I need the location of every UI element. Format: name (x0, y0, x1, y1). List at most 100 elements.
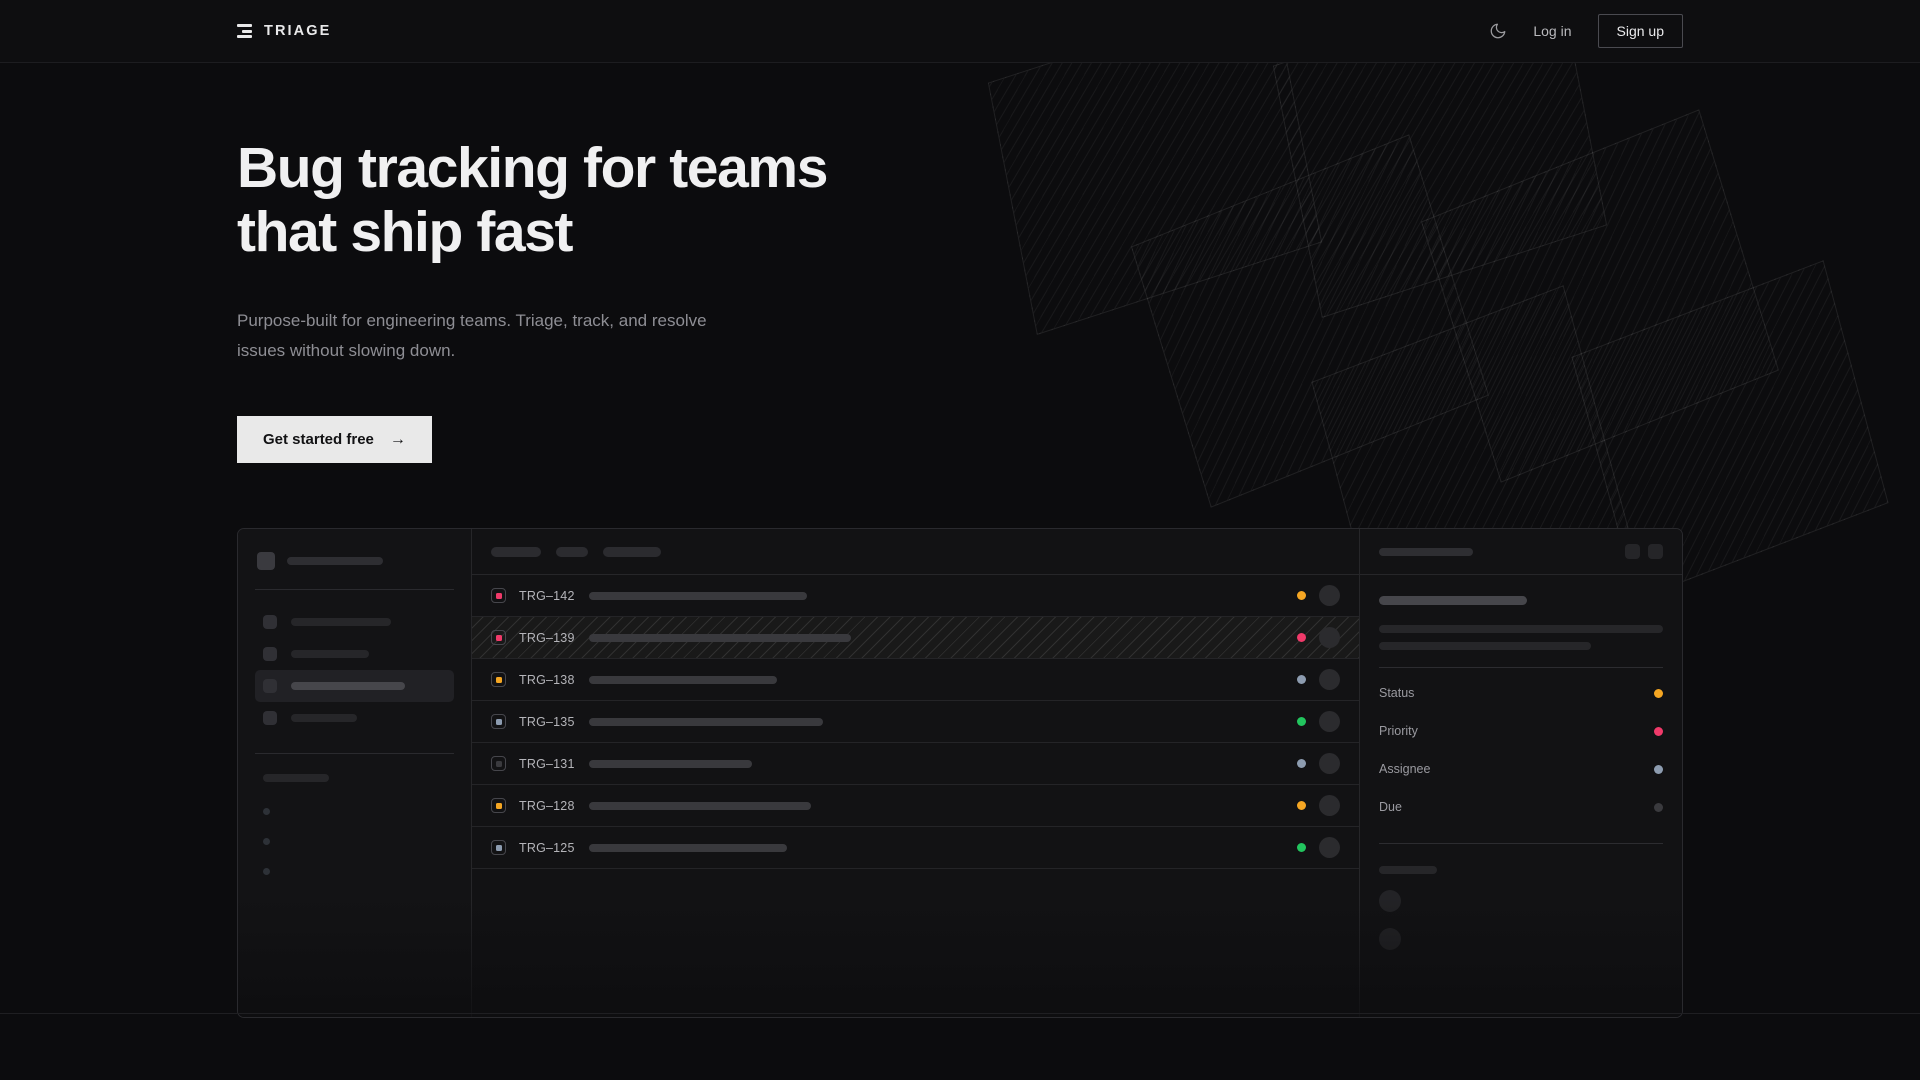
issue-title-placeholder (589, 759, 752, 768)
sidebar-item-icon (263, 679, 277, 693)
sidebar-item-label-placeholder (291, 650, 369, 658)
issue-title-placeholder (589, 717, 823, 726)
detail-meta-row[interactable]: Assignee (1379, 750, 1663, 788)
meta-value-dot-icon (1654, 688, 1663, 698)
sidebar-nav-list (255, 606, 454, 734)
issue-row-meta (1297, 585, 1340, 606)
app-sidebar (238, 529, 472, 1017)
sidebar-item-icon (263, 615, 277, 629)
login-link[interactable]: Log in (1533, 23, 1572, 39)
activity-avatar[interactable] (1379, 890, 1401, 912)
signup-button[interactable]: Sign up (1597, 14, 1683, 48)
issue-row[interactable]: TRG–139 (472, 617, 1359, 659)
issue-row[interactable]: TRG–135 (472, 701, 1359, 743)
status-dot-icon (1297, 675, 1306, 684)
status-dot-icon (1297, 633, 1306, 642)
more-icon[interactable] (1648, 544, 1663, 559)
activity-section-label (1379, 866, 1437, 874)
meta-value-dot-icon (1654, 802, 1663, 812)
toolbar-filter-chip[interactable] (603, 546, 661, 557)
sidebar-item-label-placeholder (291, 714, 357, 722)
status-dot-icon (1297, 717, 1306, 726)
sidebar-tag-item[interactable] (263, 796, 446, 826)
sidebar-section (255, 770, 454, 886)
priority-indicator-icon (491, 798, 506, 813)
sidebar-tag-list (263, 796, 446, 886)
meta-label: Assignee (1379, 762, 1431, 776)
issue-row[interactable]: TRG–138 (472, 659, 1359, 701)
sidebar-divider (255, 589, 454, 590)
assignee-avatar[interactable] (1319, 627, 1340, 648)
sidebar-nav-item[interactable] (255, 638, 454, 670)
top-navigation-bar: TRIAGE Log in Sign up (0, 0, 1920, 63)
issue-ticket-id: TRG–135 (519, 714, 575, 729)
detail-activity (1379, 866, 1663, 950)
description-line-placeholder (1379, 625, 1663, 633)
sidebar-section-label (263, 774, 329, 782)
tag-dot-icon (263, 807, 270, 815)
section-divider (0, 1013, 1920, 1014)
issue-row[interactable]: TRG–128 (472, 785, 1359, 827)
toolbar-filter-chip[interactable] (491, 546, 541, 557)
issue-title-placeholder (589, 801, 811, 810)
status-dot-icon (1297, 591, 1306, 600)
expand-icon[interactable] (1625, 544, 1640, 559)
workspace-switcher[interactable] (255, 549, 454, 570)
issue-ticket-id: TRG–138 (519, 672, 575, 687)
hero-heading-line-1: Bug tracking for teams (237, 136, 828, 200)
tag-dot-icon (263, 867, 270, 875)
meta-value-dot-icon (1654, 764, 1663, 774)
detail-header-actions (1625, 544, 1663, 559)
sidebar-tag-item[interactable] (263, 856, 446, 886)
get-started-button[interactable]: Get started free → (237, 416, 432, 463)
arrow-right-icon: → (389, 430, 406, 448)
assignee-avatar[interactable] (1319, 711, 1340, 732)
issue-list-toolbar (472, 529, 1359, 575)
issue-row-meta (1297, 669, 1340, 690)
issue-ticket-id: TRG–139 (519, 630, 575, 645)
issue-title-placeholder (589, 843, 787, 852)
issue-row[interactable]: TRG–131 (472, 743, 1359, 785)
issue-ticket-id: TRG–125 (519, 840, 575, 855)
detail-meta-row[interactable]: Priority (1379, 712, 1663, 750)
sidebar-nav-item[interactable] (255, 670, 454, 702)
moon-icon[interactable] (1489, 22, 1507, 40)
priority-indicator-icon (491, 672, 506, 687)
detail-divider (1379, 667, 1663, 668)
issue-ticket-id: TRG–142 (519, 588, 575, 603)
issue-row-meta (1297, 753, 1340, 774)
priority-indicator-icon (491, 630, 506, 645)
issue-row[interactable]: TRG–125 (472, 827, 1359, 869)
issue-ticket-id: TRG–131 (519, 756, 575, 771)
issue-title-placeholder (589, 675, 777, 684)
sidebar-nav-item[interactable] (255, 702, 454, 734)
issue-ticket-id: TRG–128 (519, 798, 575, 813)
sidebar-tag-item[interactable] (263, 826, 446, 856)
sidebar-divider (255, 753, 454, 754)
assignee-avatar[interactable] (1319, 585, 1340, 606)
assignee-avatar[interactable] (1319, 795, 1340, 816)
activity-avatar[interactable] (1379, 928, 1401, 950)
hero-section: Bug tracking for teams that ship fast Pu… (0, 63, 1920, 463)
issue-row-meta (1297, 837, 1340, 858)
meta-value-dot-icon (1654, 726, 1663, 736)
sidebar-nav-item[interactable] (255, 606, 454, 638)
toolbar-filter-chip[interactable] (556, 546, 588, 557)
issue-row-meta (1297, 627, 1340, 648)
assignee-avatar[interactable] (1319, 753, 1340, 774)
assignee-avatar[interactable] (1319, 669, 1340, 690)
meta-label: Status (1379, 686, 1415, 700)
issue-title-placeholder (589, 633, 851, 642)
assignee-avatar[interactable] (1319, 837, 1340, 858)
brand-logo[interactable]: TRIAGE (237, 23, 331, 39)
detail-meta-row[interactable]: Due (1379, 788, 1663, 826)
issue-row[interactable]: TRG–142 (472, 575, 1359, 617)
workspace-avatar (257, 552, 275, 570)
detail-meta-row[interactable]: Status (1379, 674, 1663, 712)
sidebar-item-label-placeholder (291, 618, 391, 626)
